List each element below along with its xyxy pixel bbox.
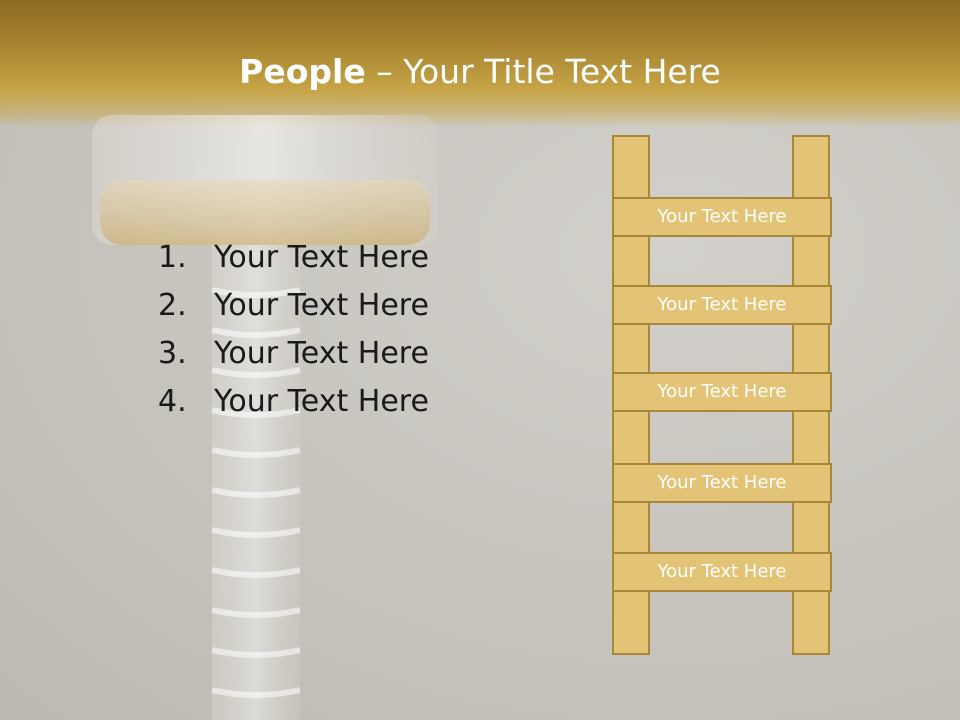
ladder-rung-4: Your Text Here: [612, 463, 832, 503]
list-item: 3. Your Text Here: [158, 330, 429, 378]
page-title: People – Your Title Text Here: [0, 52, 960, 91]
list-text: Your Text Here: [214, 288, 429, 323]
ladder-rung-5: Your Text Here: [612, 552, 832, 592]
list-item: 1. Your Text Here: [158, 234, 429, 282]
list-text: Your Text Here: [214, 384, 429, 419]
ladder-rung-2: Your Text Here: [612, 285, 832, 325]
title-rest: – Your Title Text Here: [365, 52, 721, 91]
list-number: 1.: [158, 240, 187, 275]
title-banner: [0, 0, 960, 128]
list-number: 2.: [158, 288, 187, 323]
list-number: 3.: [158, 336, 187, 371]
title-bold: People: [239, 52, 366, 91]
list-number: 4.: [158, 384, 187, 419]
ladder-rung-1: Your Text Here: [612, 197, 832, 237]
numbered-list: 1. Your Text Here 2. Your Text Here 3. Your…: [158, 234, 429, 426]
list-item: 2. Your Text Here: [158, 282, 429, 330]
ladder-rung-3: Your Text Here: [612, 372, 832, 412]
list-text: Your Text Here: [214, 336, 429, 371]
list-item: 4. Your Text Here: [158, 378, 429, 426]
list-text: Your Text Here: [214, 240, 429, 275]
